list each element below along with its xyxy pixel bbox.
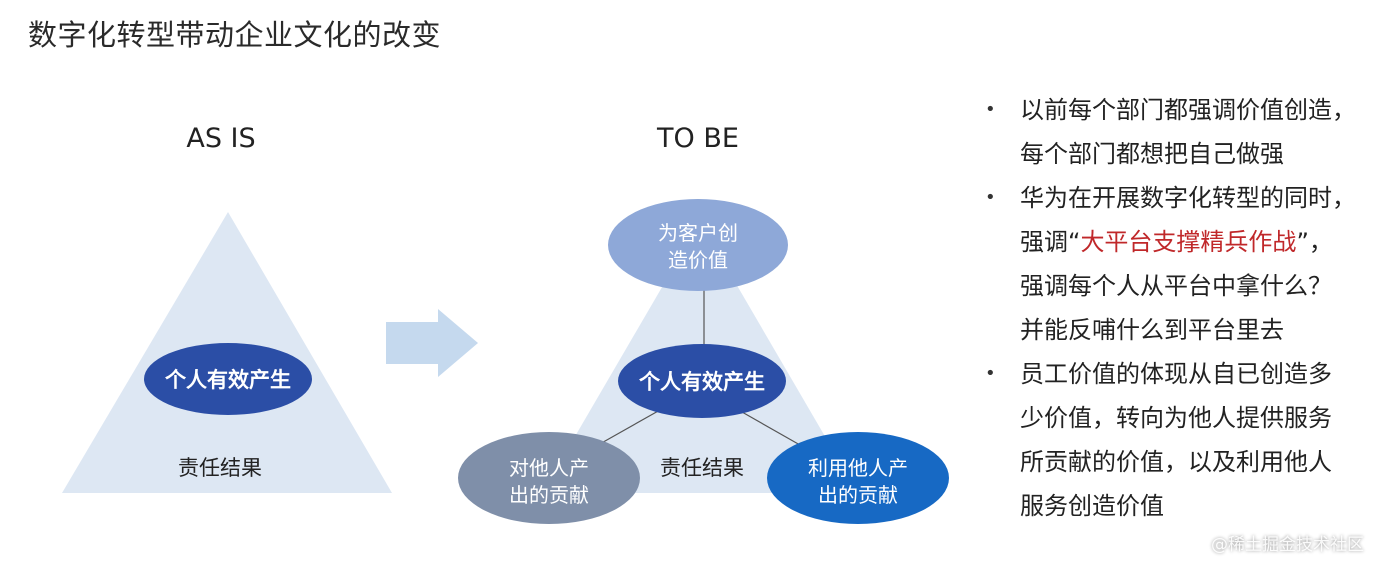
bullet-line: 以前每个部门都强调价值创造，: [1020, 96, 1356, 124]
to-be-section: TO BE 为客户创 造价值 个人有效产生 责任结果 对他人产 出的贡献 利用他…: [458, 123, 949, 524]
bullet-line-highlighted: 强调“大平台支撑精兵作战”，: [1020, 220, 1374, 264]
left-ellipse: [458, 432, 640, 524]
bullet-dot-icon: •: [985, 99, 996, 120]
right-ellipse: [767, 432, 949, 524]
transition-arrow-icon: [386, 309, 478, 377]
bullet-dot-icon: •: [985, 187, 996, 208]
slide-title: 数字化转型带动企业文化的改变: [28, 18, 442, 52]
to-be-base-label: 责任结果: [660, 456, 744, 480]
left-label-line-2: 出的贡献: [509, 483, 589, 507]
top-label-line-2: 造价值: [668, 248, 728, 272]
to-be-heading: TO BE: [656, 123, 739, 154]
quote-prefix: 强调“: [1020, 228, 1081, 256]
bullet-item: • 以前每个部门都强调价值创造， 每个部门都想把自己做强: [982, 88, 1374, 176]
bullet-line: 少价值，转向为他人提供服务: [1020, 404, 1332, 432]
as-is-section: AS IS 个人有效产生 责任结果: [62, 123, 392, 493]
bullet-list: • 以前每个部门都强调价值创造， 每个部门都想把自己做强 • 华为在开展数字化转…: [982, 88, 1374, 528]
right-label-line-1: 利用他人产: [808, 456, 908, 480]
bullet-line: 员工价值的体现从自已创造多: [1020, 360, 1332, 388]
top-ellipse: [608, 199, 788, 291]
bullet-line: 并能反哺什么到平台里去: [1020, 316, 1284, 344]
quote-suffix: ”，: [1296, 228, 1333, 256]
highlight-text: 大平台支撑精兵作战: [1080, 228, 1297, 256]
as-is-center-label: 个人有效产生: [165, 368, 291, 392]
top-label-line-1: 为客户创: [658, 221, 738, 245]
as-is-center-ellipse: [144, 343, 312, 415]
right-label-line-2: 出的贡献: [818, 483, 898, 507]
to-be-center-label: 个人有效产生: [639, 370, 765, 394]
as-is-base-label: 责任结果: [178, 456, 262, 480]
bullet-line: 服务创造价值: [1020, 492, 1164, 520]
connector-right: [741, 411, 801, 446]
bullet-line: 每个部门都想把自己做强: [1020, 140, 1284, 168]
bullet-dot-icon: •: [985, 363, 996, 384]
bullet-line: 强调每个人从平台中拿什么？: [1020, 272, 1332, 300]
culture-diagram: AS IS 个人有效产生 责任结果 TO BE 为客户创 造价值 个人有效产生 …: [62, 123, 949, 524]
bullet-line: 所贡献的价值，以及利用他人: [1020, 448, 1332, 476]
to-be-center-ellipse: [618, 344, 786, 418]
connector-left: [597, 409, 661, 446]
bullet-item: • 员工价值的体现从自已创造多 少价值，转向为他人提供服务 所贡献的价值，以及利…: [982, 352, 1374, 528]
bullet-line: 华为在开展数字化转型的同时，: [1020, 184, 1356, 212]
as-is-heading: AS IS: [186, 123, 255, 154]
watermark: @稀土掘金技术社区: [1211, 535, 1364, 555]
left-label-line-1: 对他人产: [509, 456, 589, 480]
bullet-item: • 华为在开展数字化转型的同时， 强调“大平台支撑精兵作战”， 强调每个人从平台…: [982, 176, 1374, 352]
